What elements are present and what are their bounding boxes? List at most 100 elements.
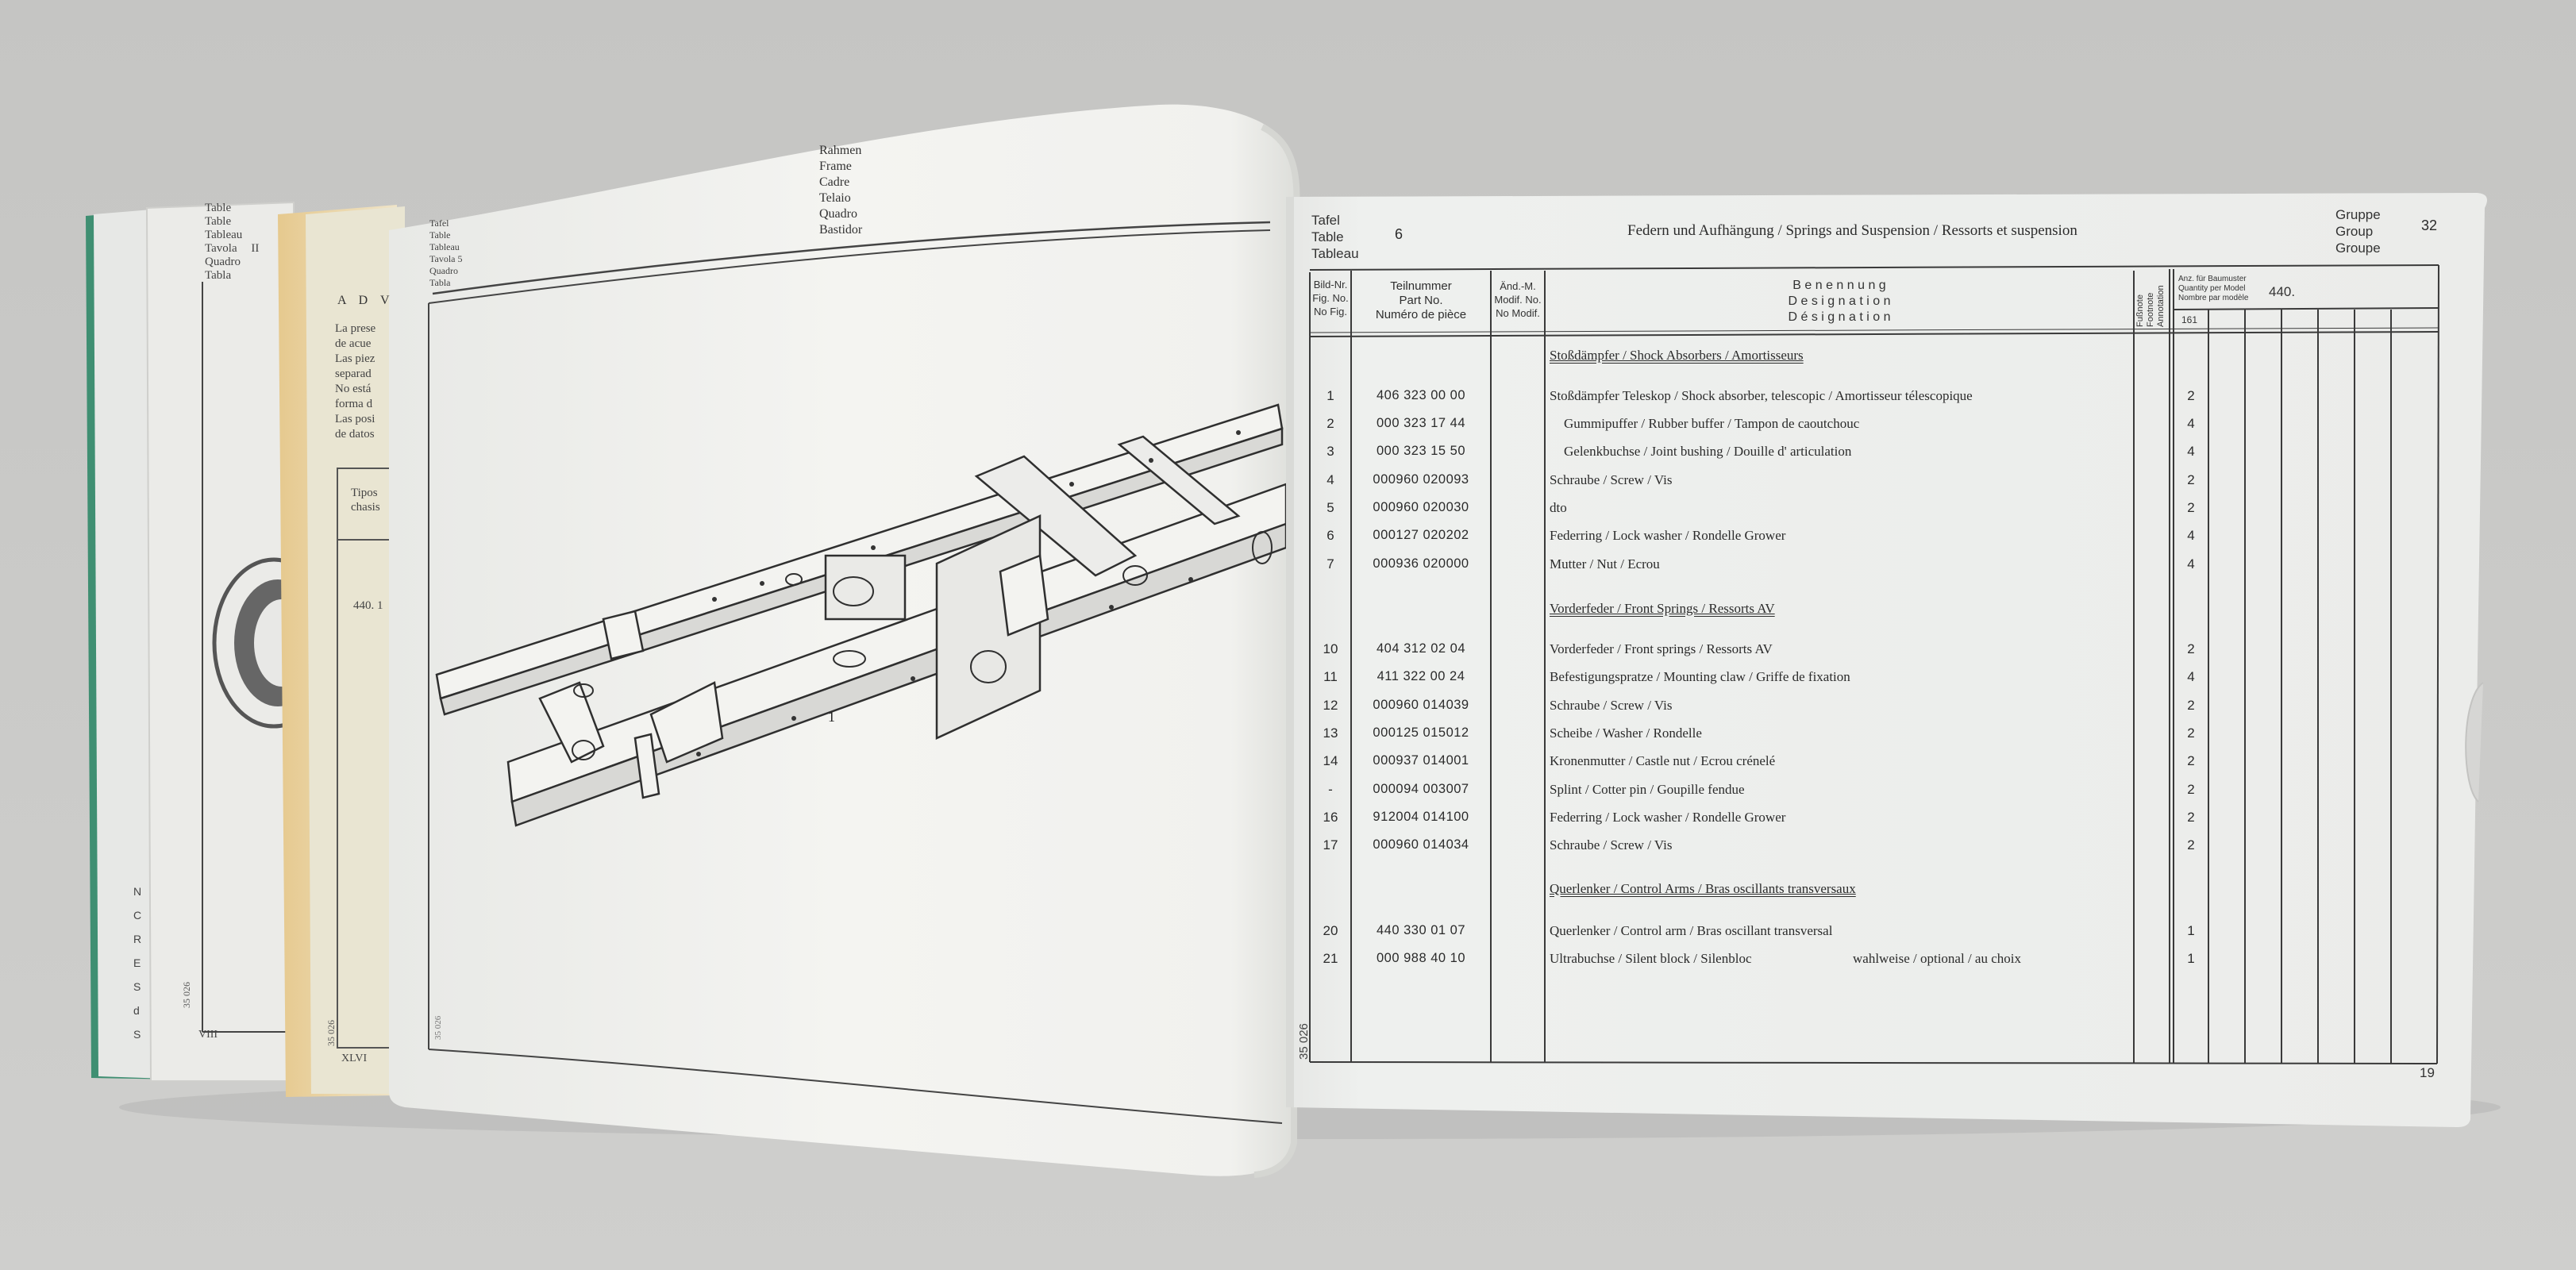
row-part-number: 000960 020093 — [1373, 472, 1469, 487]
row-part-number: 000 323 15 50 — [1376, 444, 1466, 458]
section-heading: Vorderfeder / Front Springs / Ressorts A… — [1550, 601, 1775, 616]
row-figure-number: 14 — [1323, 753, 1338, 768]
back-box-label: chasis — [351, 501, 380, 514]
col-header-footnote: Fußnote Footnote Annotation — [2135, 285, 2166, 327]
left-table-label: Table — [429, 229, 451, 241]
row-figure-number: 5 — [1327, 500, 1334, 515]
row-description: Schraube / Screw / Vis — [1550, 472, 1673, 487]
row-quantity: 2 — [2187, 698, 2195, 713]
left-table-label: Tableau — [429, 241, 460, 252]
back-table-label: Tableau — [205, 229, 243, 241]
model-number: 440. — [2269, 284, 2296, 299]
back-line: Las piez — [335, 352, 375, 365]
back-letter: S — [133, 1028, 141, 1041]
row-description: Mutter / Nut / Ecrou — [1550, 556, 1660, 572]
row-figure-number: 6 — [1327, 528, 1334, 543]
col-header-part: Teilnummer Part No. Numéro de pièce — [1375, 279, 1467, 321]
row-description: Federring / Lock washer / Rondelle Growe… — [1550, 528, 1786, 543]
back-line: Las posi — [335, 413, 375, 425]
row-quantity: 4 — [2187, 528, 2195, 543]
row-quantity: 2 — [2187, 500, 2195, 515]
back-letter: N — [133, 885, 142, 898]
row-part-number: 000937 014001 — [1373, 753, 1469, 768]
row-figure-number: 7 — [1327, 556, 1334, 572]
back-line: La prese — [335, 322, 376, 335]
left-table-label: Tafel — [429, 217, 449, 229]
table-label: Tableau — [1311, 246, 1359, 261]
group-label: Groupe — [2335, 241, 2381, 256]
back-table-label: Tabla — [205, 269, 232, 282]
row-quantity: 2 — [2187, 810, 2195, 825]
back-side-code: 35 026 — [325, 1020, 337, 1046]
figure-callout: 1 — [828, 709, 835, 725]
col-header-modif: Änd.-M. Modif. No. No Modif. — [1494, 280, 1542, 319]
left-table-label: Tavola 5 — [429, 253, 463, 264]
frame-title-line: Bastidor — [819, 223, 863, 237]
row-description: Stoßdämpfer Teleskop / Shock absorber, t… — [1550, 388, 1973, 403]
group-label: Group — [2335, 224, 2374, 239]
row-part-number: 411 322 00 24 — [1377, 669, 1465, 683]
left-table-number: 5 — [457, 253, 463, 264]
back-table-label: Table — [205, 215, 232, 228]
back-line: separad — [335, 368, 372, 380]
row-quantity: 1 — [2187, 923, 2195, 938]
col-header-quantity: Anz. für Baumuster Quantity per Model No… — [2178, 275, 2249, 302]
row-description: Scheibe / Washer / Rondelle — [1550, 725, 1702, 741]
row-figure-number: - — [1328, 782, 1333, 797]
table-label: Table — [1311, 229, 1344, 244]
frame-title-line: Frame — [819, 160, 852, 173]
back-line: de acue — [335, 337, 372, 350]
row-figure-number: 12 — [1323, 698, 1338, 713]
row-part-number: 000960 020030 — [1373, 500, 1469, 514]
row-part-number: 000127 020202 — [1373, 528, 1469, 542]
row-figure-number: 10 — [1323, 641, 1338, 656]
row-description: Gelenkbuchse / Joint bushing / Douille d… — [1564, 444, 1852, 459]
back-table-label: Tavola II — [205, 242, 260, 255]
back-letter: C — [133, 909, 142, 922]
row-quantity: 4 — [2187, 669, 2195, 684]
row-description: dto — [1550, 500, 1567, 515]
row-description: Kronenmutter / Castle nut / Ecrou crénel… — [1550, 753, 1776, 768]
row-part-number: 440 330 01 07 — [1376, 923, 1466, 937]
row-quantity: 2 — [2187, 782, 2195, 797]
row-figure-number: 21 — [1323, 951, 1338, 966]
back-page-number: VIII — [198, 1029, 218, 1041]
group-number: 32 — [2421, 217, 2438, 233]
back-page-number: XLVI — [341, 1053, 368, 1064]
row-figure-number: 20 — [1323, 923, 1338, 938]
left-table-label: Tabla — [429, 277, 451, 288]
row-note: wahlweise / optional / au choix — [1853, 951, 2021, 966]
back-letter: E — [133, 956, 141, 969]
page-title: Federn und Aufhängung / Springs and Susp… — [1627, 222, 2077, 239]
table-number: 6 — [1395, 226, 1404, 242]
row-quantity: 2 — [2187, 725, 2195, 741]
row-quantity: 2 — [2187, 388, 2195, 403]
row-quantity: 2 — [2187, 837, 2195, 852]
row-quantity: 4 — [2187, 416, 2195, 431]
row-quantity: 1 — [2187, 951, 2195, 966]
row-part-number: 000125 015012 — [1373, 725, 1469, 740]
back-letter: R — [133, 933, 142, 945]
group-label: Gruppe — [2335, 207, 2381, 222]
row-quantity: 4 — [2187, 556, 2195, 572]
back-line: forma d — [335, 398, 373, 410]
back-letter: S — [133, 980, 141, 993]
frame-title-line: Quadro — [819, 207, 857, 221]
row-figure-number: 3 — [1327, 444, 1334, 459]
row-quantity: 2 — [2187, 641, 2195, 656]
section-heading: Querlenker / Control Arms / Bras oscilla… — [1550, 881, 1856, 896]
model-variant: 161 — [2181, 314, 2198, 325]
back-box-value: 440. 1 — [353, 599, 383, 612]
col-header-description: B e n e n n u n g D e s i g n a t i o n … — [1788, 279, 1891, 324]
left-side-code: 35 026 — [433, 1015, 443, 1040]
row-description: Ultrabuchse / Silent block / Silenbloc — [1550, 951, 1752, 966]
frame-title-line: Rahmen — [819, 144, 862, 157]
col-header-fig: Bild-Nr. Fig. No. No Fig. — [1312, 279, 1349, 318]
row-part-number: 404 312 02 04 — [1376, 641, 1466, 656]
back-box-label: Tipos — [351, 487, 378, 499]
frame-title-line: Telaio — [819, 191, 851, 205]
frame-title-line: Cadre — [819, 175, 850, 189]
back-line: de datos — [335, 428, 375, 441]
row-description: Gummipuffer / Rubber buffer / Tampon de … — [1564, 416, 1860, 431]
